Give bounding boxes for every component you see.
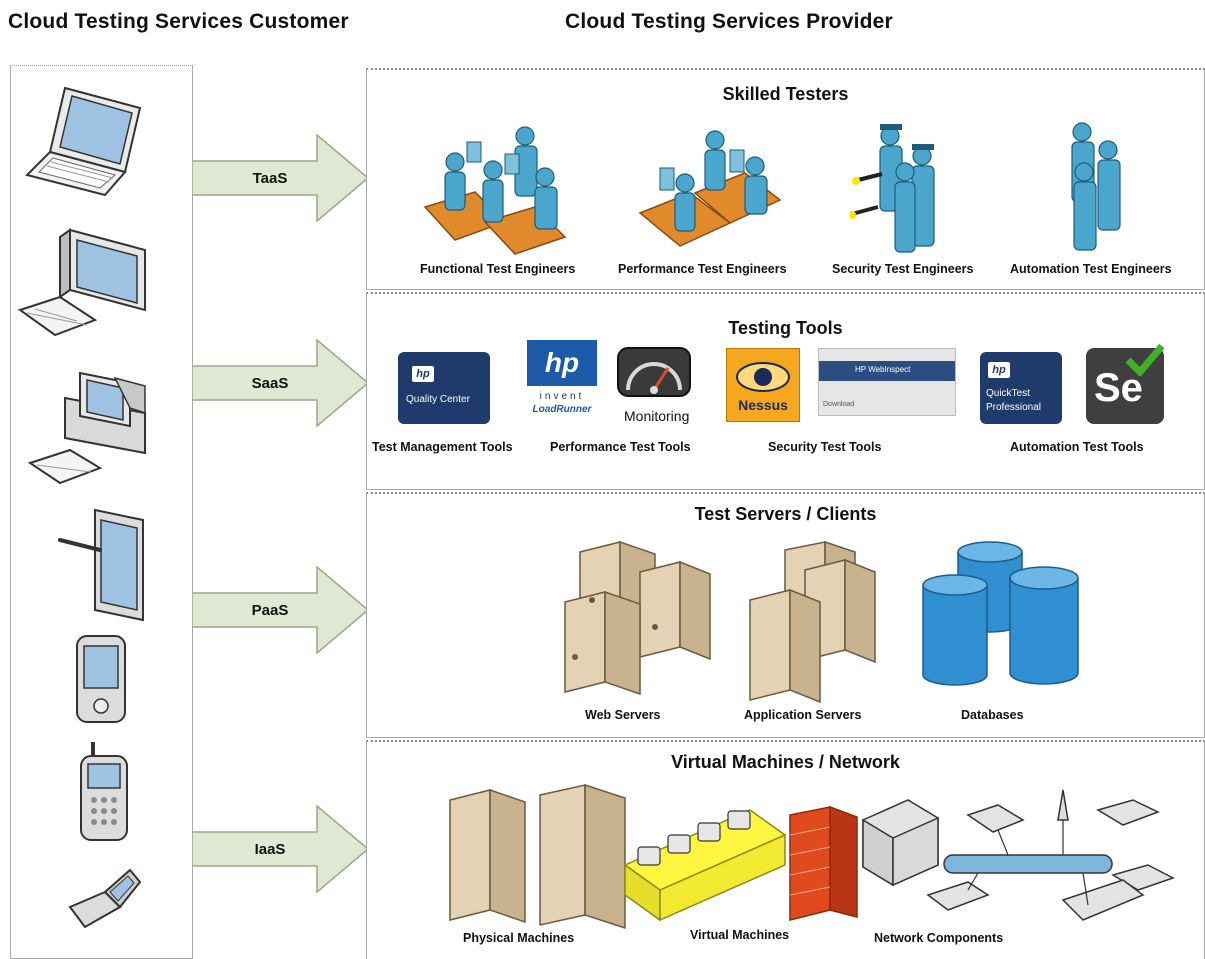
functional-engineers-label: Functional Test Engineers [420, 262, 576, 276]
hp-badge-icon: hp [988, 362, 1010, 378]
databases-label: Databases [961, 708, 1024, 722]
application-servers-label: Application Servers [744, 708, 862, 722]
loadrunner-text: LoadRunner [532, 404, 592, 415]
hp-badge-icon: hp [412, 366, 434, 382]
selenium-logo: Se [1086, 343, 1164, 424]
virtual-machines-label: Virtual Machines [690, 928, 790, 942]
network-components-label: Network Components [874, 931, 1004, 945]
paas-label: PaaS [251, 602, 289, 619]
performance-test-tools-label: Performance Test Tools [550, 440, 691, 454]
vm-network-title: Virtual Machines / Network [671, 752, 900, 772]
quality-center-logo: hp Quality Center [398, 352, 490, 424]
nessus-text: Nessus [738, 397, 788, 413]
saas-arrow [192, 338, 370, 428]
firewall-icon [789, 805, 858, 921]
iaas-arrow [192, 804, 370, 894]
webinspect-screenshot: HP WebInspect Download [818, 348, 956, 416]
loadrunner-logo: hp invent LoadRunner [527, 340, 597, 422]
physical-machines-icon [449, 783, 626, 930]
skilled-testers-title: Skilled Testers [722, 84, 849, 104]
security-engineers-label: Security Test Engineers [832, 262, 974, 276]
automation-engineers-label: Automation Test Engineers [1010, 262, 1172, 276]
security-test-tools-label: Security Test Tools [768, 440, 882, 454]
taas-label: TaaS [252, 170, 288, 187]
customer-heading: Cloud Testing Services Customer [8, 10, 349, 33]
flip-phone-icon [68, 868, 142, 929]
provider-heading: Cloud Testing Services Provider [565, 10, 893, 33]
performance-engineers-label: Performance Test Engineers [618, 262, 787, 276]
automation-engineers-icon [1071, 122, 1121, 251]
laptop-icon [25, 86, 142, 197]
skilled-testers-panel: Skilled Testers [366, 68, 1205, 290]
selenium-text: Se [1094, 366, 1143, 410]
monitoring-gauge-icon [617, 347, 691, 397]
taas-arrow [192, 133, 370, 223]
test-management-tools-label: Test Management Tools [372, 440, 513, 454]
web-servers-label: Web Servers [585, 708, 661, 722]
webinspect-banner [819, 361, 955, 381]
security-engineers-icon [850, 124, 935, 253]
monitoring-label: Monitoring [624, 408, 690, 424]
hp-logo-icon: hp [527, 340, 597, 386]
saas-label: SaaS [251, 375, 289, 392]
quality-center-text: Quality Center [406, 394, 470, 405]
network-components-icon [862, 789, 1175, 921]
quicktest-text-1: QuickTest [986, 388, 1030, 399]
quicktest-text-2: Professional [986, 402, 1042, 413]
pda-icon [76, 635, 126, 723]
paas-arrow [192, 565, 370, 655]
quicktest-logo: hp QuickTest Professional [980, 352, 1062, 424]
nessus-eye-icon [736, 362, 790, 392]
test-servers-title: Test Servers / Clients [694, 504, 877, 524]
nessus-logo: Nessus [726, 348, 800, 422]
iaas-label: IaaS [254, 841, 286, 858]
testing-tools-title: Testing Tools [728, 318, 843, 338]
application-servers-icon [749, 540, 876, 704]
invent-text: invent [539, 391, 585, 402]
desktop-pc-icon [27, 371, 146, 485]
tablet-icon [58, 508, 144, 622]
checkmark-icon [1125, 343, 1164, 376]
webinspect-text: HP WebInspect [855, 365, 911, 374]
functional-engineers-icon [423, 126, 567, 255]
web-servers-icon [564, 540, 711, 696]
download-text: Download [823, 401, 855, 408]
performance-engineers-icon [638, 130, 782, 247]
virtual-machines-icon [623, 809, 787, 922]
automation-test-tools-label: Automation Test Tools [1010, 440, 1144, 454]
databases-icon [922, 541, 1079, 686]
mobile-phone-icon [80, 742, 128, 841]
crt-workstation-icon [17, 228, 146, 337]
physical-machines-label: Physical Machines [463, 931, 575, 945]
